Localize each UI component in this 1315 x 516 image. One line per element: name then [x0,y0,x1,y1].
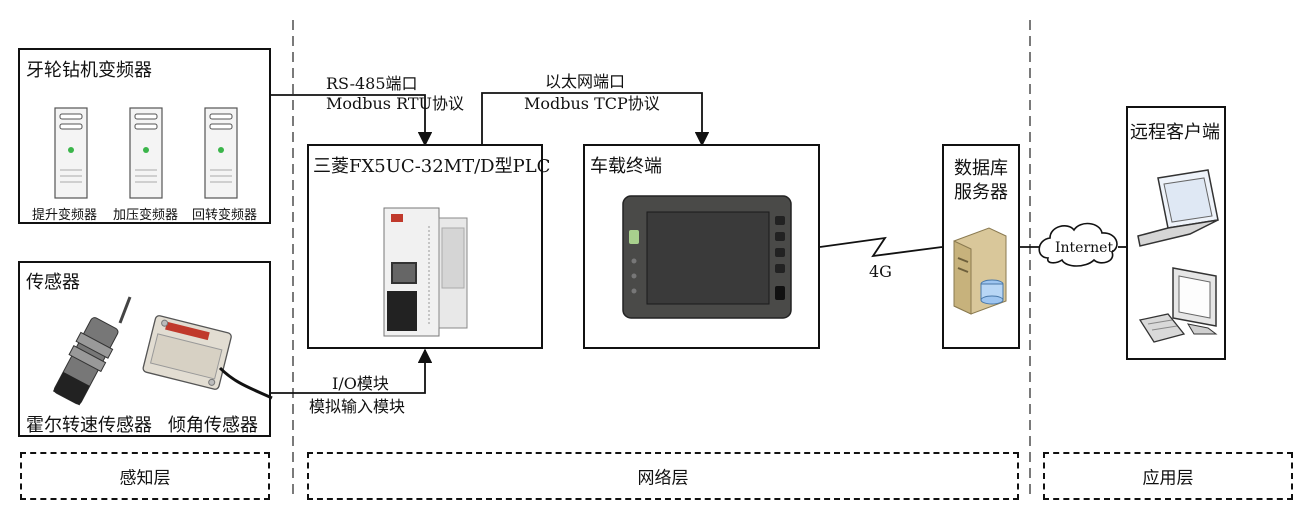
network-layer-box: 网络层 [307,452,1019,500]
network-layer-label: 网络层 [637,468,689,489]
rs485-port-label: RS-485端口 [326,74,418,93]
tilt-sensor-icon [142,315,273,400]
wireless-4g-line [819,236,943,258]
remote-client-box: 远程客户端 [1126,106,1226,360]
inverter-box: 牙轮钻机变频器 提升变频器 加压变频器 回转变频器 [18,48,271,224]
inverter-unit-label-press: 加压变频器 [113,208,179,223]
perception-layer-label: 感知层 [119,468,171,489]
vehicle-terminal-box: 车载终端 [583,144,820,349]
modbus-rtu-label: Modbus RTU协议 [326,94,465,113]
database-title-line1: 数据库 [954,158,1008,179]
ethernet-line [481,92,710,147]
hall-sensor-label: 霍尔转速传感器 [26,415,152,436]
inverter-unit-label-rotate: 回转变频器 [192,208,258,223]
application-layer-label: 应用层 [1142,468,1194,489]
internet-label: Internet [1055,240,1114,256]
inverter-unit-icon [129,107,163,199]
vehicle-terminal-title: 车载终端 [590,156,662,177]
remote-client-title: 远程客户端 [1130,122,1220,143]
sensor-box: 传感器 霍尔转速传感器 倾角传感器 [18,261,273,437]
inverter-units-graphic [54,107,238,199]
wireless-4g-label: 4G [869,262,892,281]
database-server-box: 数据库 服务器 [942,144,1020,349]
modbus-tcp-label: Modbus TCP协议 [524,94,660,113]
ethernet-port-label: 以太网端口 [545,72,626,91]
desktop-computer-icon [1138,267,1218,343]
plc-device-icon [383,207,468,337]
laptop-icon [1137,169,1219,247]
application-layer-box: 应用层 [1043,452,1293,500]
perception-layer-box: 感知层 [20,452,270,500]
plc-box: 三菱FX5UC-32MT/D型PLC [307,144,550,349]
analog-input-module-label: 模拟输入模块 [309,397,406,416]
plc-box-title: 三菱FX5UC-32MT/D型PLC [313,156,551,177]
io-module-label: I/O模块 [332,374,389,393]
inverter-unit-label-lift: 提升变频器 [32,208,98,223]
inverter-unit-icon [204,107,238,199]
database-title-line2: 服务器 [954,182,1008,203]
io-line [270,348,433,394]
hall-speed-sensor-icon [52,296,132,406]
database-server-icon [953,227,1007,315]
tilt-sensor-label: 倾角传感器 [168,415,258,436]
remote-client-devices-icon [1137,169,1219,343]
inverter-box-title: 牙轮钻机变频器 [26,60,152,81]
sensor-box-title: 传感器 [26,272,80,293]
inverter-unit-icon [54,107,88,199]
sensors-graphic [52,296,273,406]
vehicle-terminal-icon [622,195,792,319]
rs485-line [270,94,433,147]
